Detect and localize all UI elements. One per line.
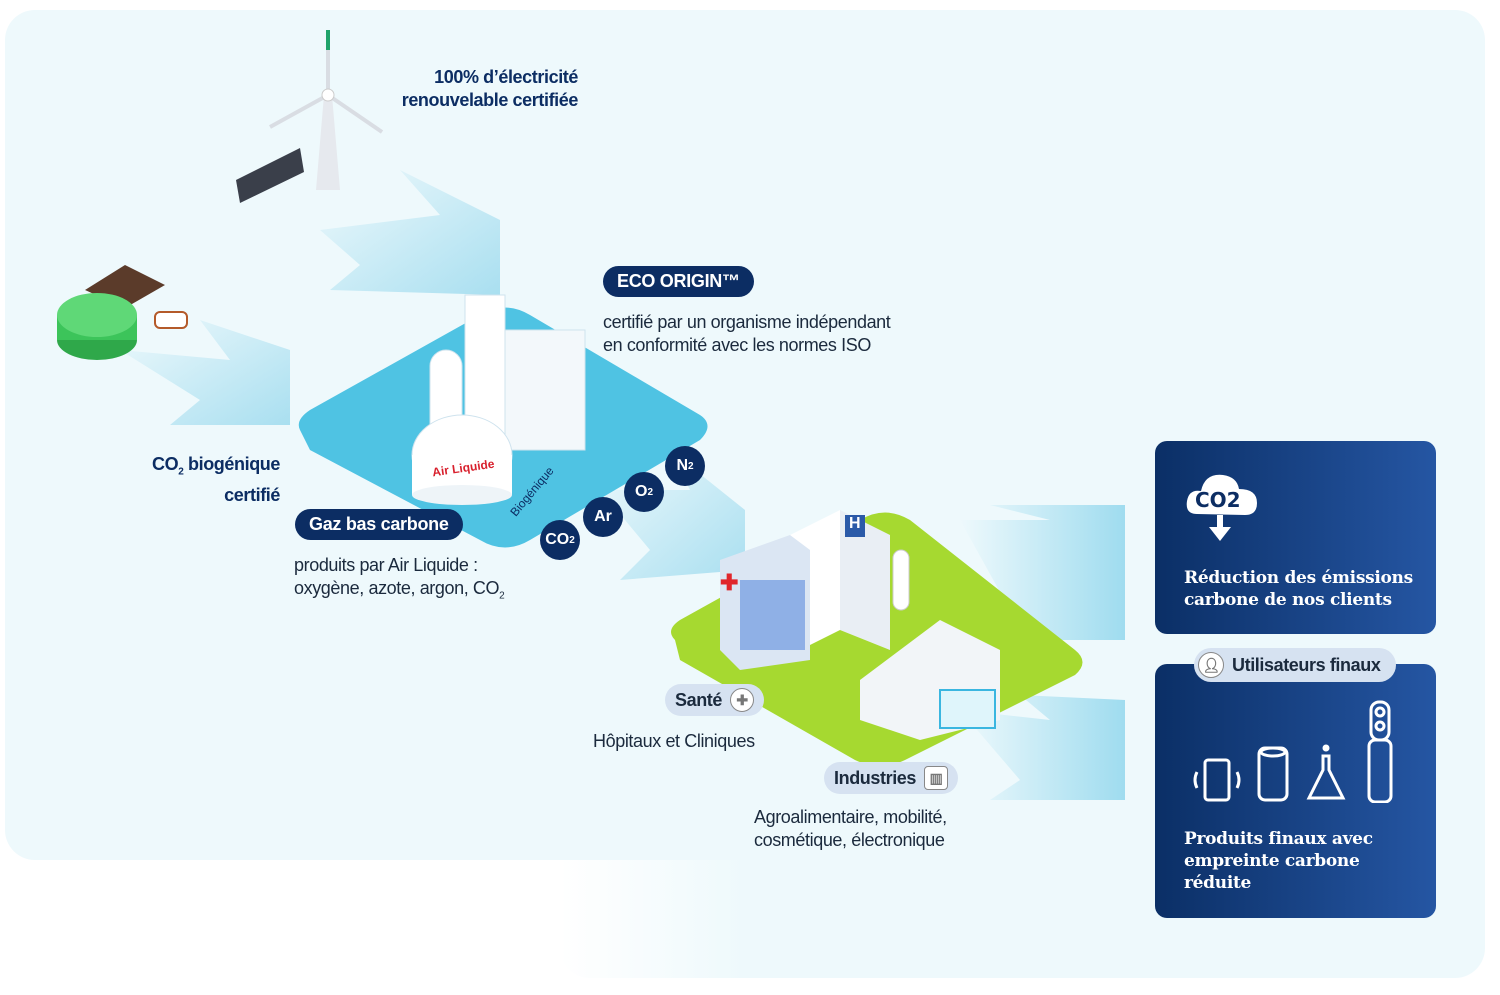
low-carbon-sub: 2 xyxy=(499,590,505,602)
emission-reduction-card: CO2 Réduction des émissions carbone de n… xyxy=(1155,441,1436,634)
co2-icon-text: CO2 xyxy=(1195,488,1241,512)
health-desc: Hôpitaux et Cliniques xyxy=(593,731,755,751)
co2-reduction-icon: CO2 xyxy=(1186,474,1257,541)
wind-caption: 100% d’électricité renouvelable certifié… xyxy=(390,66,579,112)
wind-caption-line2: renouvelable certifiée xyxy=(401,90,579,110)
arrow-biogas xyxy=(120,320,290,425)
oxygen-cylinder-icon xyxy=(1367,700,1393,803)
medical-cross-icon: ✚ xyxy=(730,688,755,712)
eco-origin-desc1: certifié par un organisme indépendant xyxy=(603,312,891,332)
gas-label: N xyxy=(676,457,688,474)
gas-sub: 2 xyxy=(569,534,575,546)
gas-label: CO xyxy=(545,531,570,548)
gas-label: O xyxy=(634,483,648,500)
user-icon: 👤︎ xyxy=(1198,652,1224,678)
solar-panels xyxy=(236,148,304,203)
industries-desc1: Agroalimentaire, mobilité, xyxy=(754,807,947,827)
end-users-label: Utilisateurs finaux xyxy=(1232,654,1381,675)
hospital-h-icon: H xyxy=(849,515,861,532)
co2-sub: 2 xyxy=(178,466,184,478)
eco-origin-desc: certifié par un organisme indépendant en… xyxy=(603,311,891,357)
red-cross-icon: ✚ xyxy=(720,570,739,595)
wind-caption-line1: 100% d’électricité xyxy=(434,67,578,87)
biogenic-caption: CO2 biogénique certifié xyxy=(130,453,280,507)
emission-reduction-text: Réduction des émissions carbone de nos c… xyxy=(1184,567,1413,611)
eco-origin-desc2: en conformité avec les normes ISO xyxy=(603,335,871,355)
card2-line1: Produits finaux avec xyxy=(1184,829,1373,849)
card2-line3: réduite xyxy=(1184,873,1252,893)
factory-icon: ▥ xyxy=(924,766,949,790)
card1-line2: carbone de nos clients xyxy=(1184,590,1392,610)
biogenic-line1: biogénique xyxy=(188,454,280,474)
eco-origin-badge: ECO ORIGIN™ xyxy=(603,266,754,297)
co2-text: CO xyxy=(152,454,179,474)
arrow-to-users xyxy=(600,450,745,580)
health-label: Santé xyxy=(675,689,723,710)
flask-icon xyxy=(1306,744,1346,800)
industries-label: Industries xyxy=(834,767,917,788)
cow xyxy=(154,311,188,329)
arrow-wind xyxy=(320,170,500,295)
arrow-right-top xyxy=(960,505,1125,640)
industries-desc2: cosmétique, électronique xyxy=(754,830,945,850)
end-products-card: Produits finaux avec empreinte carbone r… xyxy=(1155,664,1436,918)
gas-sub: 2 xyxy=(647,486,653,498)
arrow-right-bottom xyxy=(960,695,1125,800)
industries-desc: Agroalimentaire, mobilité, cosmétique, é… xyxy=(754,806,947,852)
industries-tag: Industries ▥ xyxy=(824,762,959,794)
can-icon xyxy=(1257,746,1289,802)
card1-line1: Réduction des émissions xyxy=(1184,568,1413,588)
gas-sub: 2 xyxy=(688,460,694,472)
low-carbon-desc2: oxygène, azote, argon, CO xyxy=(294,578,500,598)
smartphone-icon xyxy=(1193,758,1241,802)
low-carbon-gas-badge: Gaz bas carbone xyxy=(295,509,463,540)
card2-line2: empreinte carbone xyxy=(1184,851,1360,871)
end-product-icons xyxy=(1193,700,1393,803)
end-products-text: Produits finaux avec empreinte carbone r… xyxy=(1184,828,1373,894)
low-carbon-desc1: produits par Air Liquide : xyxy=(294,555,478,575)
end-users-tag: 👤︎ Utilisateurs finaux xyxy=(1194,648,1397,682)
biogenic-line2: certifié xyxy=(224,484,280,505)
biogas-dome xyxy=(57,293,137,337)
low-carbon-desc: produits par Air Liquide : oxygène, azot… xyxy=(294,554,505,608)
health-tag: Santé ✚ xyxy=(665,684,765,716)
wind-turbine-tower xyxy=(316,95,340,190)
gas-bubble-ar: Ar xyxy=(583,497,623,537)
gas-label: Ar xyxy=(594,508,612,525)
